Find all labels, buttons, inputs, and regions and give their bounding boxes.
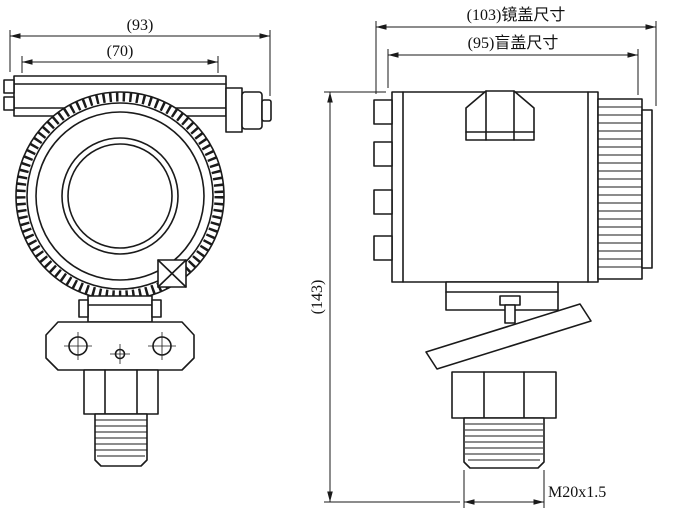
- front-latch-block: [157, 259, 187, 288]
- dim-side-height: (143): [309, 91, 460, 503]
- side-blind-cover-ribs: [373, 99, 393, 261]
- side-view: [373, 90, 653, 469]
- side-lens-cover: [597, 98, 653, 280]
- side-mounting-bracket: [425, 303, 592, 370]
- dim-front-cap-width: (70): [21, 43, 219, 73]
- front-view: [3, 75, 272, 467]
- dim-label-70: (70): [107, 43, 134, 60]
- front-hex-nut: [83, 369, 159, 415]
- dim-label-103-lens-cover: (103)镜盖尺寸: [467, 5, 566, 24]
- front-mounting-bracket: [45, 321, 195, 371]
- display-window: [61, 137, 179, 255]
- front-housing-head: [15, 91, 225, 301]
- dim-label-m20-thread: M20x1.5: [548, 484, 606, 501]
- side-vent-plug: [499, 295, 521, 324]
- side-hex-nut: [451, 371, 557, 419]
- side-top-gland: [465, 90, 535, 141]
- side-thread-stud: [463, 417, 545, 469]
- front-neck: [78, 295, 162, 323]
- front-cable-gland: [225, 87, 272, 133]
- knurled-ring: [16, 92, 224, 300]
- dim-side-lens-cover-length: (103)镜盖尺寸: [375, 5, 657, 106]
- front-thread-stud: [94, 413, 148, 467]
- dim-side-blind-cover-length: (95)盲盖尺寸: [387, 34, 639, 95]
- dim-front-overall-width: (93): [9, 17, 271, 96]
- dim-label-95-blind-cover: (95)盲盖尺寸: [468, 34, 559, 52]
- lens-cover-rib-lines: [598, 106, 642, 268]
- dim-thread-spec: M20x1.5: [463, 470, 606, 508]
- dim-label-93: (93): [127, 17, 154, 34]
- dim-label-143-height: (143): [309, 280, 326, 315]
